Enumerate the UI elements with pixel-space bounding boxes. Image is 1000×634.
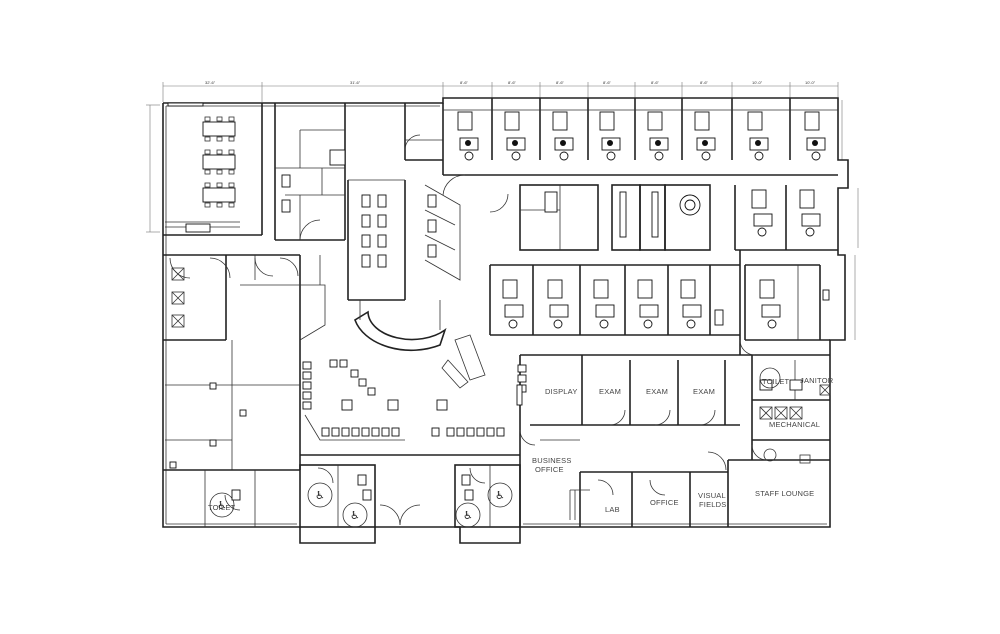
svg-text:8'-6": 8'-6": [556, 80, 565, 85]
waiting-seating: [302, 359, 527, 437]
svg-text:♿: ♿: [495, 489, 505, 502]
svg-text:8'-6": 8'-6": [651, 80, 660, 85]
restroom-fixtures: [209, 367, 803, 528]
conference-tables: [167, 102, 236, 233]
room-label-lab: LAB: [605, 505, 620, 514]
reception-desk: [354, 300, 486, 389]
svg-text:8'-6": 8'-6": [460, 80, 469, 85]
waiting-planter-wall: [304, 414, 405, 441]
casework: [169, 149, 830, 469]
room-label-exam-1: EXAM: [599, 387, 621, 396]
doors: [169, 134, 768, 526]
svg-text:10'-0": 10'-0": [752, 80, 763, 85]
accessibility-icons: ♿ ♿ ♿ ♿ ♿: [217, 489, 505, 522]
room-label-exam-3: EXAM: [693, 387, 715, 396]
dimension-lines: 32'-6" 31'-6" 8'-6" 8'-6" 8'-6" 8'-6" 8'…: [146, 80, 859, 340]
room-label-business: BUSINESS OFFICE: [532, 456, 574, 474]
interior-walls: [163, 98, 838, 528]
room-label-janitor: JANITOR: [800, 376, 834, 385]
exam-lane-equipment-top: [457, 111, 826, 161]
room-label-visual-fields: VISUAL FIELDS: [698, 491, 728, 509]
svg-text:♿: ♿: [315, 489, 325, 502]
room-label-mechanical: MECHANICAL: [769, 420, 820, 429]
svg-text:♿: ♿: [350, 509, 360, 522]
mechanical-equipment: [171, 267, 831, 464]
svg-text:8'-6": 8'-6": [700, 80, 709, 85]
room-label-office: OFFICE: [650, 498, 679, 507]
svg-text:♿: ♿: [463, 509, 473, 522]
svg-text:31'-6": 31'-6": [350, 80, 361, 85]
room-label-exam-2: EXAM: [646, 387, 668, 396]
room-label-toilet-west: TOILET: [208, 503, 236, 512]
exam-lane-chairs-top: [465, 140, 818, 146]
svg-text:8'-6": 8'-6": [508, 80, 517, 85]
svg-text:10'-0": 10'-0": [805, 80, 816, 85]
reception-partitions: [424, 184, 461, 281]
room-label-display: DISPLAY: [545, 387, 578, 396]
svg-text:8'-6": 8'-6": [603, 80, 612, 85]
room-label-staff-lounge: STAFF LOUNGE: [755, 489, 814, 498]
svg-text:32'-6": 32'-6": [205, 80, 216, 85]
room-labels: DISPLAY EXAM EXAM EXAM TOILET JANITOR ME…: [208, 376, 834, 514]
exam-equipment-mid-right: [679, 189, 821, 237]
room-label-toilet-east: TOILET: [762, 377, 790, 386]
reception-workstations: [361, 194, 437, 268]
exam-lane-equipment-lower: [502, 279, 781, 329]
svg-text:♿: ♿: [217, 499, 227, 512]
